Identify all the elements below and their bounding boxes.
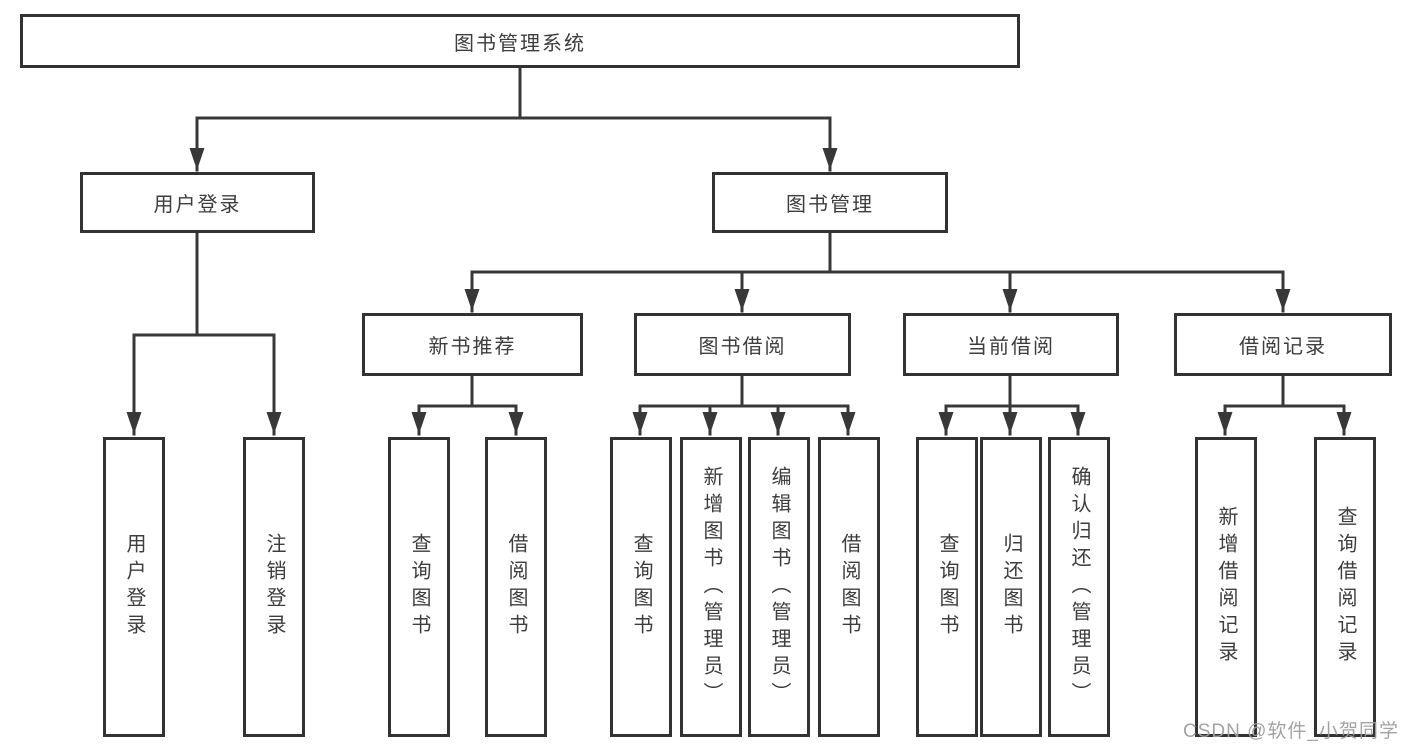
leaf-user-login: 用户登录 (103, 437, 165, 737)
node-label: 归还图书 (1000, 533, 1022, 641)
node-label: 查询图书 (936, 533, 958, 641)
node-label: 当前借阅 (967, 336, 1055, 358)
leaf-br-query-record: 查询借阅记录 (1314, 437, 1376, 737)
node-user-login: 用户登录 (80, 172, 315, 233)
leaf-br-add-record: 新增借阅记录 (1195, 437, 1257, 737)
node-label: 查询图书 (408, 533, 430, 641)
csdn-watermark: CSDN @软件_小贺同学 (1183, 721, 1399, 742)
node-book-borrowing: 图书借阅 (634, 313, 851, 376)
node-root-system: 图书管理系统 (20, 14, 1020, 68)
leaf-rec-query-books: 查询图书 (388, 437, 450, 737)
node-label: 用户登录 (153, 194, 242, 216)
node-label: 借阅图书 (505, 533, 527, 641)
node-label: 图书管理 (786, 194, 874, 216)
node-label: 新书推荐 (428, 336, 517, 358)
node-book-management: 图书管理 (712, 172, 948, 233)
node-label: 图书借阅 (698, 336, 787, 358)
node-label: 借阅图书 (838, 533, 860, 641)
node-label: 确认归还（管理员） (1068, 465, 1090, 709)
node-borrowing-records: 借阅记录 (1174, 313, 1392, 376)
leaf-rec-borrow-books: 借阅图书 (485, 437, 547, 737)
leaf-bb-edit-books-admin: 编辑图书（管理员） (748, 437, 810, 737)
leaf-cb-query-books: 查询图书 (916, 437, 978, 737)
node-label: 图书管理系统 (454, 32, 586, 55)
node-current-borrowing: 当前借阅 (903, 313, 1119, 376)
node-label: 借阅记录 (1239, 336, 1327, 358)
node-label: 查询图书 (630, 533, 652, 641)
node-label: 新增图书（管理员） (700, 465, 722, 709)
node-label: 编辑图书（管理员） (768, 465, 790, 709)
leaf-cb-return-books: 归还图书 (980, 437, 1042, 737)
node-label: 查询借阅记录 (1334, 506, 1356, 668)
node-label: 新增借阅记录 (1215, 506, 1237, 668)
node-label: 注销登录 (263, 533, 285, 641)
leaf-logout: 注销登录 (243, 437, 305, 737)
node-new-book-recommend: 新书推荐 (362, 313, 583, 376)
leaf-bb-query-books: 查询图书 (610, 437, 672, 737)
leaf-cb-confirm-return-admin: 确认归还（管理员） (1048, 437, 1110, 737)
node-label: 用户登录 (123, 533, 145, 641)
leaf-bb-borrow-books: 借阅图书 (818, 437, 880, 737)
leaf-bb-add-books-admin: 新增图书（管理员） (680, 437, 742, 737)
